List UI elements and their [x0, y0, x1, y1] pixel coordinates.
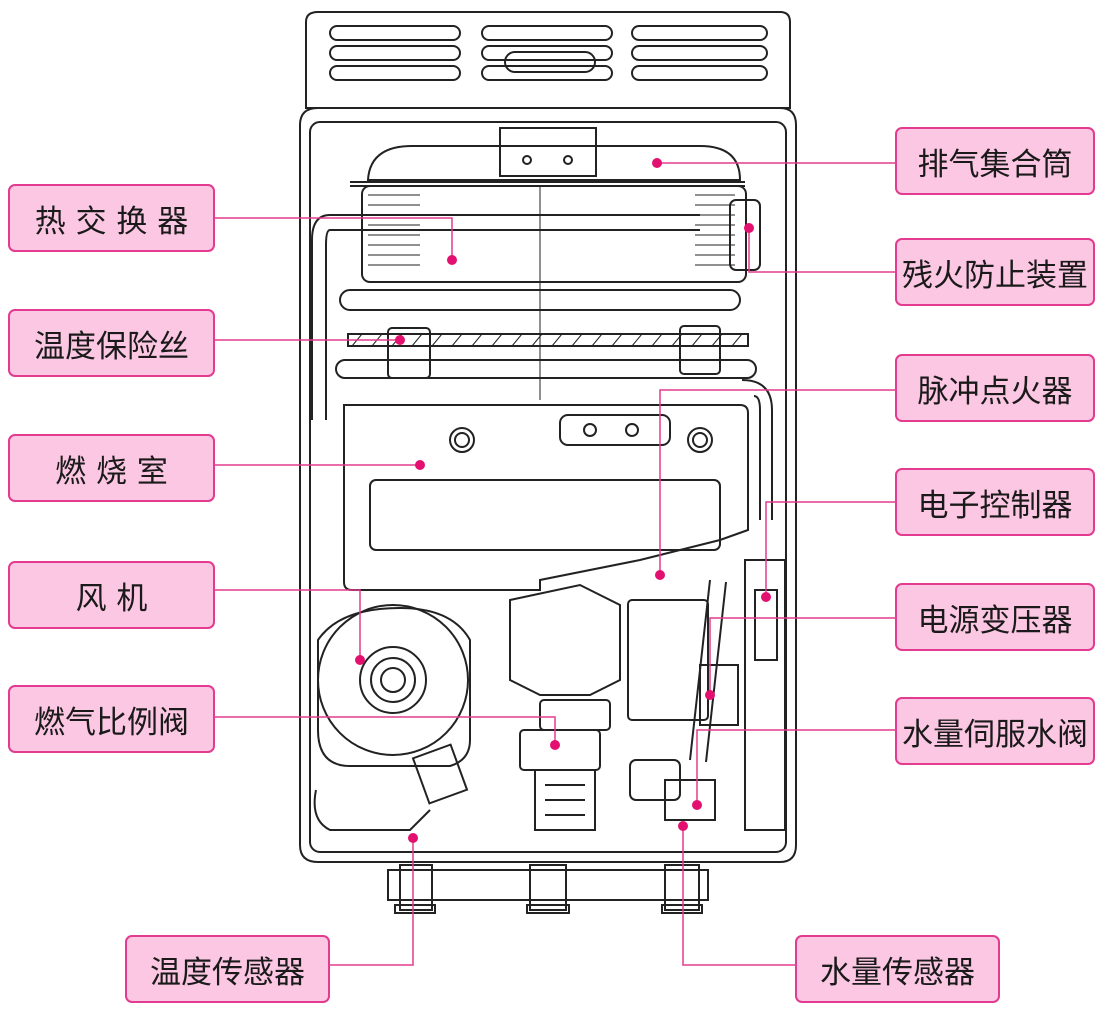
heater-line-art	[299, 11, 797, 914]
leader-fan	[215, 589, 361, 660]
fan-housing	[317, 606, 471, 767]
leader-heat-exchanger	[215, 217, 453, 260]
dot-water-sensor	[678, 821, 688, 831]
dot-fan	[355, 655, 365, 665]
dot-igniter	[655, 570, 665, 580]
bottom-fittings	[387, 869, 709, 901]
leader-temp-sensor	[330, 838, 414, 966]
heat-exchanger-fins	[368, 194, 735, 266]
label-gas-proportional-valve: 燃气比例阀	[8, 685, 215, 753]
dot-transformer	[705, 690, 715, 700]
vent-slots	[329, 25, 768, 81]
fuse-rod	[347, 333, 749, 347]
inner-casing	[309, 121, 787, 853]
leader-gas-valve	[215, 716, 556, 745]
label-water-flow-sensor: 水量传感器	[795, 935, 1000, 1003]
controller-box	[627, 599, 709, 721]
top-bracket	[499, 127, 597, 177]
leader-servo	[696, 729, 895, 805]
fan-rotor	[317, 604, 469, 756]
marker-dots	[355, 158, 771, 843]
label-water-servo-valve: 水量伺服水阀	[895, 697, 1095, 765]
pipe-loop-left	[311, 214, 331, 420]
combustion-chamber-shape	[343, 404, 749, 591]
leader-lines	[215, 162, 895, 966]
exhaust-collector-shape	[366, 145, 742, 181]
outer-casing	[299, 107, 797, 863]
dot-fuse	[395, 335, 405, 345]
label-pulse-igniter: 脉冲点火器	[895, 354, 1095, 422]
label-residual-fire-prevention: 残火防止装置	[895, 238, 1095, 306]
dot-residual	[744, 223, 754, 233]
pipe-lower	[339, 289, 741, 311]
dot-chamber	[415, 460, 425, 470]
pipe-upper	[330, 214, 700, 231]
label-power-transformer: 电源变压器	[895, 583, 1095, 651]
label-electronic-controller: 电子控制器	[895, 468, 1095, 536]
leader-controller	[765, 501, 895, 597]
dot-servo	[692, 800, 702, 810]
pipe-bottom	[335, 359, 757, 379]
label-temperature-fuse: 温度保险丝	[8, 309, 215, 377]
leader-water-sensor	[682, 826, 795, 966]
leader-transformer	[709, 617, 895, 695]
label-fan: 风 机	[8, 561, 215, 629]
dot-gas-valve	[550, 740, 560, 750]
vent-hood	[305, 11, 791, 109]
dot-controller	[761, 592, 771, 602]
heat-exchanger-body	[361, 185, 747, 283]
gas-valve-body	[509, 583, 621, 696]
dot-heat-exchanger	[447, 255, 457, 265]
residual-device-shape	[729, 199, 761, 271]
leader-residual	[748, 228, 895, 273]
label-heat-exchanger: 热 交 换 器	[8, 184, 215, 252]
leader-igniter	[659, 389, 895, 575]
dot-exhaust	[652, 158, 662, 168]
label-temperature-sensor: 温度传感器	[125, 935, 330, 1003]
label-exhaust-collector: 排气集合筒	[895, 127, 1095, 195]
label-combustion-chamber: 燃 烧 室	[8, 434, 215, 502]
dot-temp-sensor	[408, 833, 418, 843]
